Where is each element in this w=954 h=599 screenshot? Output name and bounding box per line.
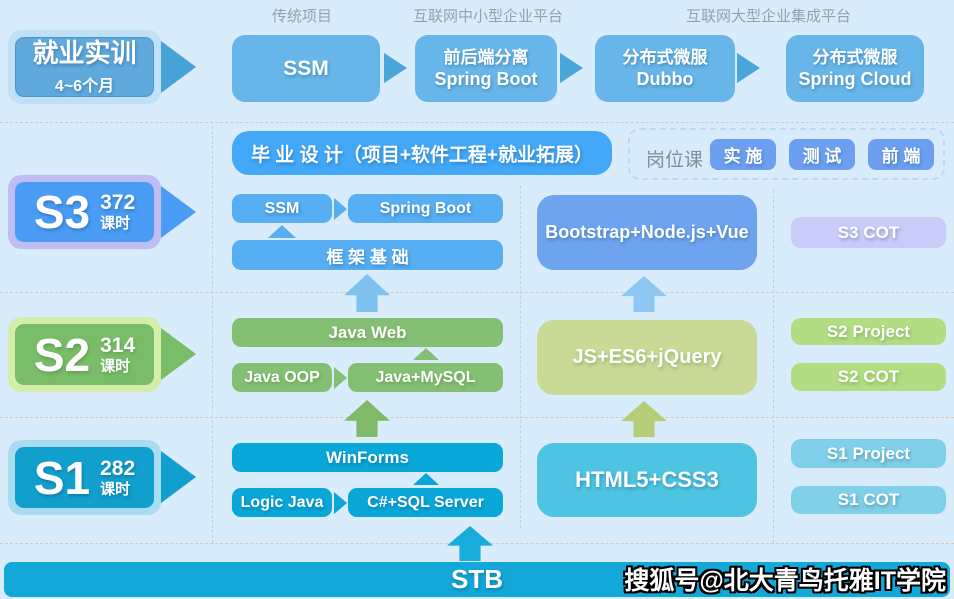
s3-ssm-box: SSM <box>232 194 332 223</box>
job-course-shishi: 实 施 <box>710 139 776 170</box>
flow-box-springcloud-line2: Spring Cloud <box>798 68 912 89</box>
s1-project-label: S1 Project <box>826 443 911 463</box>
s2-hours: 314 <box>100 333 136 357</box>
s3-frontend-up-arrow-icon <box>621 276 667 312</box>
s3-connector-triangle-icon <box>268 225 296 238</box>
s3-frontend-label: Bootstrap+Node.js+Vue <box>545 222 749 242</box>
s2-javamysql-label: Java+MySQL <box>375 368 476 386</box>
s2-frontend-label: JS+ES6+jQuery <box>572 346 722 368</box>
s3-ssm-arrow-icon <box>334 198 347 220</box>
employment-duration: 4~6个月 <box>54 77 115 95</box>
s1-winforms-label: WinForms <box>326 447 409 467</box>
divider-s3-s2 <box>0 292 954 293</box>
s2-javaoop-box: Java OOP <box>232 363 332 392</box>
s1-frontend-label: HTML5+CSS3 <box>575 467 719 492</box>
graduation-box: 毕 业 设 计（项目+软件工程+就业拓展） <box>232 131 612 175</box>
s2-javaoop-arrow-icon <box>334 367 347 389</box>
s2-cot-box: S2 COT <box>791 363 946 391</box>
s1-csharp-label: C#+SQL Server <box>367 493 484 511</box>
s2-up-arrow-icon <box>344 400 390 437</box>
s3-cot-box: S3 COT <box>791 217 946 248</box>
s3-hours-unit: 课时 <box>100 215 131 233</box>
flow-arrow-2-icon <box>560 53 583 83</box>
s1-frontend-box: HTML5+CSS3 <box>537 443 757 517</box>
s1-hours-unit: 课时 <box>100 480 131 498</box>
job-courses-label: 岗位课 <box>646 150 704 171</box>
s1-badge: S1 282 课时 <box>8 440 161 515</box>
s1-cot-box: S1 COT <box>791 486 946 514</box>
flow-box-dubbo: 分布式微服 Dubbo <box>595 35 735 102</box>
flow-box-dubbo-line2: Dubbo <box>636 68 694 89</box>
label-enterprise-platform: 互联网大型企业集成平台 <box>686 8 852 25</box>
divider-s2-s1 <box>0 417 954 418</box>
s2-javamysql-box: Java+MySQL <box>348 363 503 392</box>
s3-foundation-box: 框 架 基 础 <box>232 240 503 270</box>
s1-logicjava-label: Logic Java <box>240 493 324 511</box>
s2-arrow-icon <box>161 328 196 380</box>
s2-javaweb-box: Java Web <box>232 318 503 347</box>
label-traditional-project: 传统项目 <box>272 8 333 25</box>
s3-up-arrow-icon <box>344 274 390 312</box>
employment-title: 就业实训 <box>32 37 137 68</box>
job-course-ceshi: 测 试 <box>789 139 855 170</box>
graduation-label: 毕 业 设 计（项目+软件工程+就业拓展） <box>250 144 594 166</box>
s1-csharp-box: C#+SQL Server <box>348 488 503 517</box>
flow-box-springcloud: 分布式微服 Spring Cloud <box>786 35 924 102</box>
flow-box-ssm-label: SSM <box>283 56 329 80</box>
s1-logicjava-box: Logic Java <box>232 488 332 517</box>
flow-box-springboot-line2: Spring Boot <box>434 68 538 89</box>
s1-project-box: S1 Project <box>791 439 946 468</box>
employment-arrow-icon <box>161 41 196 93</box>
divider-col-left <box>212 126 213 543</box>
stb-label: STB <box>451 564 503 594</box>
s1-winforms-box: WinForms <box>232 443 503 472</box>
s2-name: S2 <box>33 328 91 381</box>
s2-cot-label: S2 COT <box>837 367 900 386</box>
stb-bar: STB <box>4 562 950 597</box>
divider-col-right <box>773 190 774 543</box>
s1-name: S1 <box>33 451 91 504</box>
employment-badge: 就业实训 4~6个月 <box>8 30 161 104</box>
s3-hours: 372 <box>100 191 136 215</box>
s3-badge: S3 372 课时 <box>8 175 161 249</box>
label-sme-platform: 互联网中小型企业平台 <box>413 8 564 25</box>
s1-up-arrow-icon <box>447 526 493 561</box>
s1-logicjava-arrow-icon <box>334 492 347 514</box>
s3-frontend-box: Bootstrap+Node.js+Vue <box>537 195 757 270</box>
s3-foundation-label: 框 架 基 础 <box>326 247 409 267</box>
s2-javaweb-label: Java Web <box>328 322 407 342</box>
s3-cot-label: S3 COT <box>837 222 900 242</box>
s1-hours: 282 <box>100 456 136 480</box>
job-courses-panel: 岗位课 <box>628 128 945 180</box>
s2-connector-triangle-icon <box>413 348 439 360</box>
flow-box-springboot-line1: 前后端分离 <box>443 47 529 67</box>
s2-javaoop-label: Java OOP <box>244 368 320 386</box>
s2-frontend-up-arrow-icon <box>621 401 667 437</box>
s3-springboot-box: Spring Boot <box>348 194 503 223</box>
s3-arrow-icon <box>161 186 196 238</box>
s3-springboot-label: Spring Boot <box>379 199 472 217</box>
watermark: 搜狐号@北大青鸟托雅IT学院 <box>624 567 946 595</box>
s3-ssm-label: SSM <box>264 199 300 217</box>
s2-hours-unit: 课时 <box>100 357 131 375</box>
flow-box-springcloud-line1: 分布式微服 <box>812 47 898 67</box>
divider-col-mid <box>520 186 521 528</box>
flow-arrow-3-icon <box>737 53 760 83</box>
s2-frontend-box: JS+ES6+jQuery <box>537 320 757 395</box>
s1-connector-triangle-icon <box>413 473 439 485</box>
s2-badge: S2 314 课时 <box>8 317 161 392</box>
job-course-qianduan: 前 端 <box>868 139 934 170</box>
divider-row-top <box>0 122 954 123</box>
flow-box-ssm: SSM <box>232 35 380 102</box>
s2-project-box: S2 Project <box>791 318 946 345</box>
flow-box-springboot: 前后端分离 Spring Boot <box>415 35 557 102</box>
flow-box-dubbo-line1: 分布式微服 <box>622 47 708 67</box>
s3-name: S3 <box>33 186 91 238</box>
s2-project-label: S2 Project <box>826 321 911 341</box>
s1-cot-label: S1 COT <box>837 490 900 509</box>
s1-arrow-icon <box>161 451 196 503</box>
flow-arrow-1-icon <box>384 53 407 83</box>
